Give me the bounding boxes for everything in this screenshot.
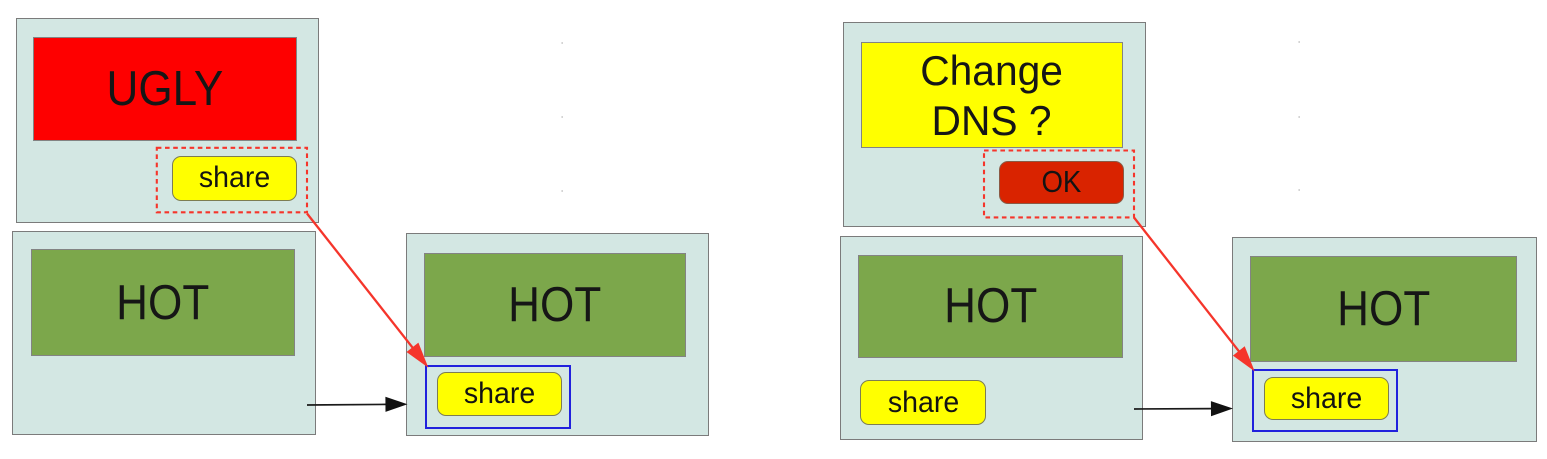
ugly-share-button[interactable]: share [172, 155, 297, 201]
black-arrow-left [306, 396, 408, 412]
hot-left-result-share-outline [425, 365, 571, 429]
hot-left-title-label: HOT [116, 275, 210, 330]
black-arrow-right [1133, 401, 1233, 417]
panel-ugly-dialog: UGLY share [15, 17, 320, 224]
hot-right-title-label: HOT [943, 279, 1037, 334]
hot-right-share-button[interactable]: share [860, 380, 987, 426]
panel-hot-right: HOT share [839, 235, 1144, 441]
ugly-share-button-label: share [198, 161, 271, 195]
hot-left-title-box: HOT [30, 249, 296, 356]
panel-hot-left-result: HOT share [405, 233, 709, 437]
hot-right-result-share-outline [1252, 368, 1399, 432]
hot-right-title-box: HOT [857, 255, 1123, 358]
hot-left-result-title-label: HOT [508, 277, 602, 332]
panel-hot-left: HOT [12, 230, 317, 436]
hot-right-result-share-button-label: share [1291, 381, 1363, 415]
dns-question-line2: DNS ? [931, 97, 1052, 145]
hot-left-result-title-box: HOT [423, 252, 687, 358]
hot-left-result-share-button[interactable]: share [436, 372, 563, 416]
dns-question-line1: Change [920, 47, 1064, 95]
dns-ok-button-label: OK [1041, 164, 1082, 200]
hot-right-share-button-label: share [887, 385, 959, 419]
ugly-title-label: UGLY [106, 62, 224, 117]
hot-right-result-share-button[interactable]: share [1264, 377, 1390, 421]
hot-left-result-share-button-label: share [463, 377, 536, 411]
ugly-title-box: UGLY [33, 37, 297, 142]
hot-right-result-title-box: HOT [1250, 256, 1517, 362]
panel-hot-right-result: HOT share [1231, 237, 1537, 442]
hot-right-result-title-label: HOT [1336, 281, 1431, 336]
dns-ok-button[interactable]: OK [998, 160, 1124, 205]
